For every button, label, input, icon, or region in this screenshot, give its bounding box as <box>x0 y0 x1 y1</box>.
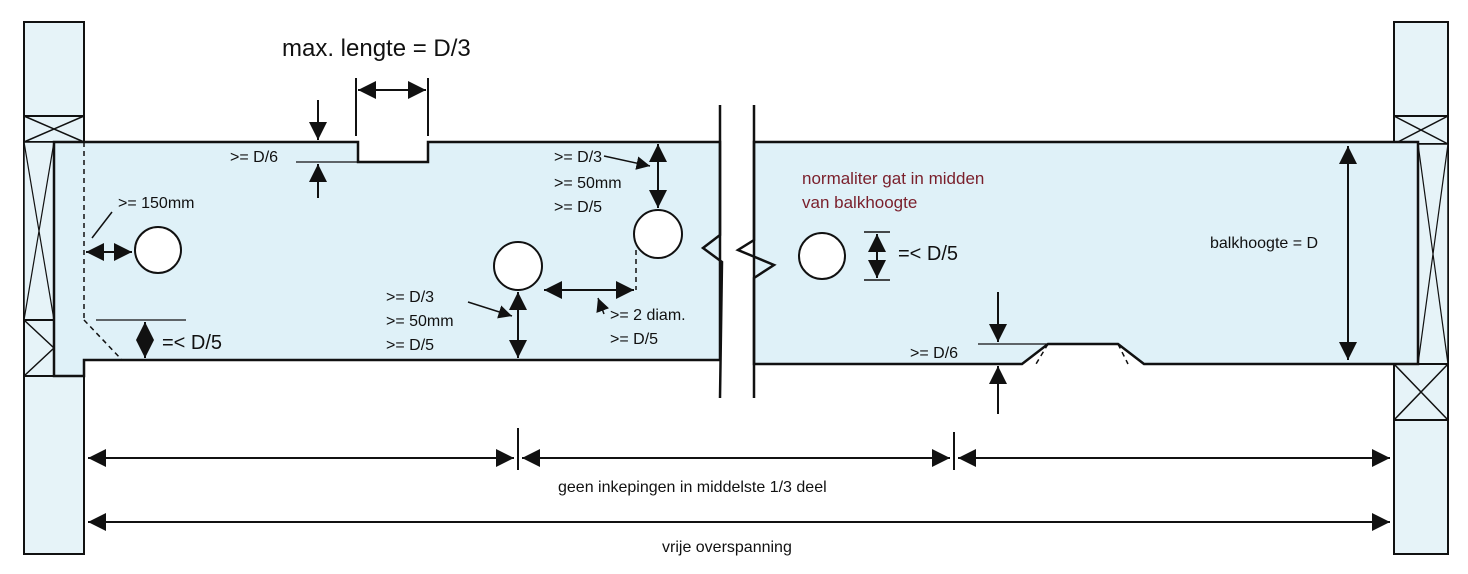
lower-hole-bottom-d3-label: >= D/3 <box>386 289 434 306</box>
upper-hole-top-50mm-label: >= 50mm <box>554 175 622 192</box>
upper-hole-top-d3-label: >= D/3 <box>554 149 602 166</box>
left-notch-depth-label: =< D/5 <box>162 332 222 354</box>
beam-height-label: balkhoogte = D <box>1210 235 1318 252</box>
dimension-lines <box>86 78 1390 531</box>
break-mark <box>700 105 777 399</box>
bottom-notch-depth-label: >= D/6 <box>910 345 958 362</box>
hole-spacing-label: >= 2 diam. <box>610 307 686 324</box>
center-hole-note-line1: normaliter gat in midden <box>802 169 984 188</box>
hole-upper-middle <box>633 209 683 259</box>
hole-lower-middle <box>493 241 543 291</box>
right-x-block-bottom <box>1393 363 1449 421</box>
max-length-label: max. lengte = D/3 <box>282 35 471 62</box>
center-hole-note-line2: van balkhoogte <box>802 193 917 212</box>
left-x-block-top <box>23 115 85 321</box>
middle-third-label: geen inkepingen in middelste 1/3 deel <box>558 479 827 496</box>
clear-span-label: vrije overspanning <box>662 539 792 556</box>
lower-hole-bottom-d5-label: >= D/5 <box>386 337 434 354</box>
upper-hole-top-d5-label: >= D/5 <box>554 199 602 216</box>
right-hole-diameter-label: =< D/5 <box>898 243 958 265</box>
hole-left <box>134 226 182 274</box>
hole-right <box>798 232 846 280</box>
top-notch-depth-label: >= D/6 <box>230 149 278 166</box>
hole-spacing-d5-label: >= D/5 <box>610 331 658 348</box>
holes <box>134 209 846 291</box>
edge-distance-label: >= 150mm <box>118 195 194 212</box>
guide-lines <box>83 142 1129 365</box>
lower-hole-bottom-50mm-label: >= 50mm <box>386 313 454 330</box>
